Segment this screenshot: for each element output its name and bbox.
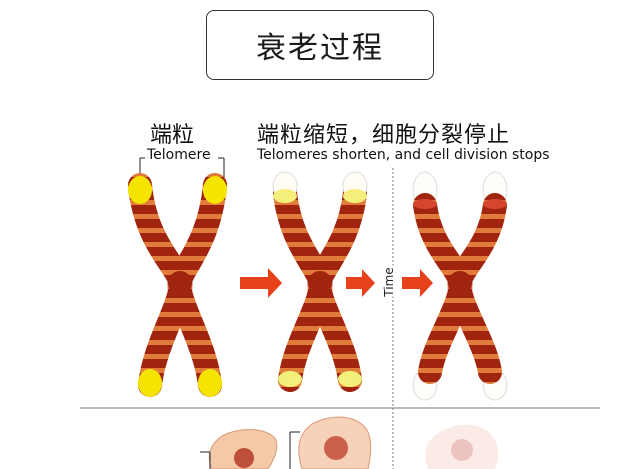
time-label: Time <box>382 267 396 297</box>
telomere-cap <box>138 369 162 397</box>
chromosome-full-telomeres <box>128 173 227 397</box>
telomere-cap <box>278 371 302 387</box>
telomere-cap <box>198 369 222 397</box>
title-box: 衰老过程 <box>206 10 434 80</box>
chromosome-depleted-telomeres <box>412 171 508 401</box>
page-title: 衰老过程 <box>256 31 384 66</box>
telomere-cap <box>483 199 507 209</box>
telomere-label-cn: 端粒 <box>150 123 195 148</box>
arrow-icon <box>240 268 282 298</box>
arrow-icon <box>346 269 375 297</box>
telomere-cap <box>128 176 152 204</box>
telomere-cap <box>343 189 367 203</box>
telomere-label-en: Telomere <box>147 147 211 163</box>
chromosome-shortened-telomeres <box>272 171 368 392</box>
telomere-cap <box>338 371 362 387</box>
cell-images <box>200 416 499 469</box>
telomere-cap <box>273 189 297 203</box>
telomere-cap <box>413 199 437 209</box>
arrow-icon <box>402 269 433 297</box>
telomere-cap <box>203 176 227 204</box>
shorten-label-cn: 端粒缩短，细胞分裂停止 <box>257 123 511 148</box>
shorten-label-en: Telomeres shorten, and cell division sto… <box>257 147 550 163</box>
